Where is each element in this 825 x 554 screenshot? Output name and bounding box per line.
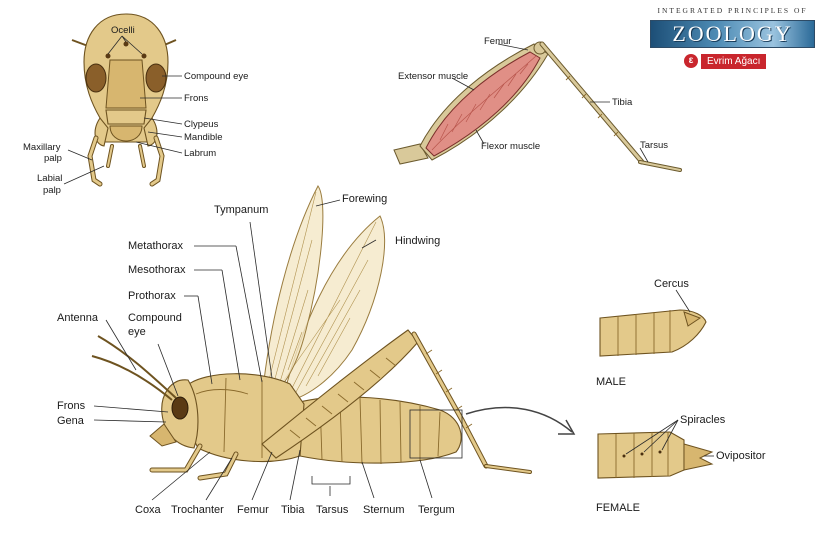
label-ocelli: Ocelli — [111, 25, 135, 36]
head-compound-eye-right — [145, 63, 167, 93]
leg-flexor-extensor-muscle — [425, 51, 541, 157]
female-abdomen-tip — [597, 431, 714, 479]
label-prothorax: Prothorax — [128, 290, 176, 302]
label-extensor-muscle: Extensor muscle — [398, 71, 468, 82]
label-female: FEMALE — [596, 502, 640, 514]
male-abdomen-tip — [599, 309, 707, 357]
label-body-tarsus: Tarsus — [316, 504, 349, 516]
body-leader-lines — [93, 199, 433, 501]
leg-coxa-base — [393, 143, 429, 165]
label-body-tibia: Tibia — [281, 504, 305, 516]
label-tympanum: Tympanum — [214, 204, 268, 216]
head-ocellus-mid — [123, 41, 129, 47]
tarsus-bracket — [311, 476, 351, 485]
zoology-book-logo: INTEGRATED PRINCIPLES OF ZOOLOGY ε Evrim… — [650, 6, 815, 76]
label-labial-palp-1: Labial — [37, 173, 62, 184]
label-metathorax: Metathorax — [128, 240, 184, 252]
label-forewing: Forewing — [342, 193, 387, 205]
head-compound-eye-left — [85, 63, 107, 93]
head-ocellus-right — [141, 53, 147, 59]
label-leg-femur: Femur — [484, 36, 511, 47]
label-hindwing: Hindwing — [395, 235, 440, 247]
cercus-leader — [675, 289, 691, 313]
label-cercus: Cercus — [654, 278, 689, 290]
label-body-frons: Frons — [57, 400, 86, 412]
label-labial-palp-2: palp — [43, 185, 61, 196]
label-leg-tibia: Tibia — [612, 97, 633, 108]
leg-leader-lines — [451, 43, 649, 163]
brand-subtitle: INTEGRATED PRINCIPLES OF — [657, 6, 808, 15]
label-compound-eye-2: eye — [128, 326, 146, 338]
hindwing — [281, 215, 386, 403]
head-ocellus-left — [105, 53, 111, 59]
spiracles-leader-3 — [661, 419, 679, 451]
label-coxa: Coxa — [135, 504, 162, 516]
head-frons — [105, 59, 147, 109]
head-front-view — [71, 13, 177, 187]
label-maxillary-palp-2: palp — [44, 153, 62, 164]
label-tergum: Tergum — [418, 504, 455, 516]
head-leader-lines — [63, 35, 183, 185]
label-leg-tarsus: Tarsus — [640, 140, 668, 151]
head-labrum — [109, 125, 143, 142]
tree-icon: ε — [684, 54, 698, 68]
cercus — [683, 311, 702, 327]
compound-eye-lateral — [171, 396, 189, 420]
hind-leg-muscle-view — [393, 41, 682, 172]
brand-title-banner: ZOOLOGY — [650, 20, 815, 48]
label-maxillary-palp-1: Maxillary — [23, 142, 61, 153]
head-clypeus — [105, 109, 147, 125]
label-spiracles: Spiracles — [680, 414, 726, 426]
label-labrum: Labrum — [184, 148, 216, 159]
label-body-femur: Femur — [237, 504, 269, 516]
abdomen-tip-box — [409, 409, 463, 459]
mouthparts — [149, 423, 177, 447]
label-antenna: Antenna — [57, 312, 99, 324]
spiracles-leader-2 — [643, 419, 679, 453]
label-sternum: Sternum — [363, 504, 405, 516]
spiracles-leader-1 — [625, 419, 679, 455]
grasshopper-lateral-view — [91, 185, 576, 485]
antenna — [97, 335, 177, 399]
label-trochanter: Trochanter — [171, 504, 224, 516]
label-mesothorax: Mesothorax — [128, 264, 186, 276]
label-flexor-muscle: Flexor muscle — [481, 141, 540, 152]
label-clypeus: Clypeus — [184, 119, 219, 130]
label-compound-eye-1: Compound — [128, 312, 182, 324]
label-mandible: Mandible — [184, 132, 223, 143]
ovipositor — [683, 443, 714, 471]
label-ovipositor: Ovipositor — [716, 450, 766, 462]
evrim-agaci-logo: ε Evrim Ağacı — [684, 53, 767, 69]
label-head-frons: Frons — [184, 93, 209, 104]
brand-title: ZOOLOGY — [672, 21, 793, 46]
forewing — [261, 185, 324, 399]
enlarge-arrow — [465, 406, 573, 433]
evrim-agaci-text: Evrim Ağacı — [701, 53, 767, 69]
label-gena: Gena — [57, 415, 85, 427]
label-male: MALE — [596, 376, 626, 388]
label-head-compound-eye: Compound eye — [184, 71, 248, 82]
